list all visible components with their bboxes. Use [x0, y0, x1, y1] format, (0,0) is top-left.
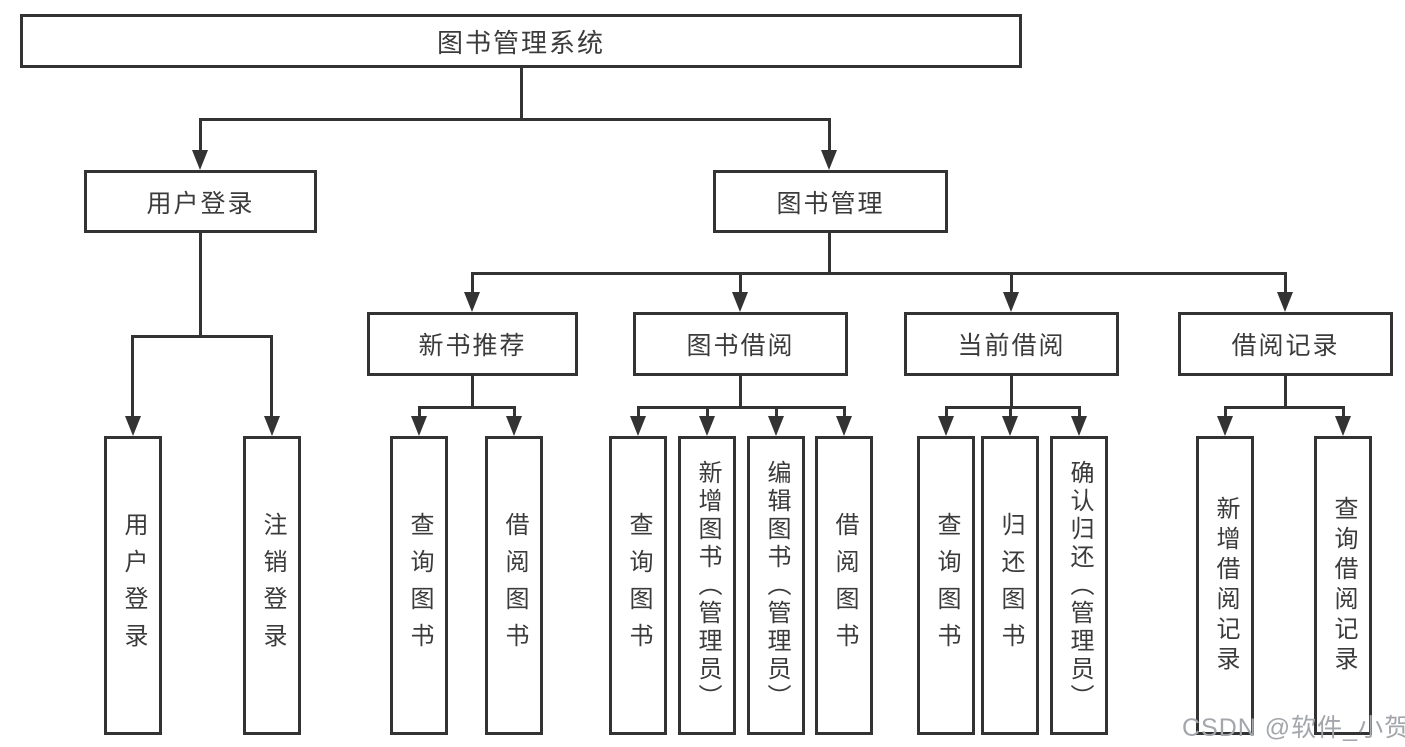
arrow-down-icon [125, 416, 141, 436]
node-label: 新增借阅记录 [1212, 495, 1239, 676]
node-confirm-return-admin: 确认归还（管理员） [1050, 436, 1108, 735]
connector-line [270, 335, 273, 419]
node-label: 用户登录 [120, 511, 147, 660]
node-return-books: 归还图书 [981, 436, 1039, 735]
node-query-books-borrow: 查询图书 [609, 436, 667, 735]
connector-line [1224, 406, 1344, 409]
connector-line [471, 272, 1287, 275]
connector-line [1010, 272, 1013, 296]
connector-line [706, 406, 709, 420]
node-label: 查询图书 [625, 511, 652, 660]
connector-line [828, 233, 831, 274]
connector-line [513, 406, 516, 420]
node-book-management: 图书管理 [713, 170, 948, 233]
arrow-down-icon [938, 416, 954, 436]
connector-line [520, 68, 523, 118]
node-label: 编辑图书（管理员） [763, 459, 790, 712]
watermark-text: CSDN @软件_小贺同学 [1182, 714, 1405, 742]
arrow-down-icon [192, 150, 208, 170]
connector-line [1010, 376, 1013, 408]
node-label: 新书推荐 [418, 332, 527, 360]
node-label: 用户登录 [146, 189, 255, 218]
arrow-down-icon [506, 416, 522, 436]
connector-line [199, 233, 202, 335]
node-label: 借阅图书 [831, 511, 858, 660]
arrow-down-icon [1277, 292, 1293, 312]
node-label: 新增图书（管理员） [694, 459, 721, 712]
arrow-down-icon [768, 416, 784, 436]
node-query-books-current: 查询图书 [917, 436, 975, 735]
node-label: 归还图书 [997, 511, 1024, 660]
node-user-login: 用户登录 [84, 170, 317, 233]
arrow-down-icon [1217, 416, 1233, 436]
connector-line [828, 118, 831, 154]
connector-line [843, 406, 846, 420]
node-borrow-records: 借阅记录 [1178, 312, 1393, 376]
arrow-down-icon [1002, 416, 1018, 436]
arrow-down-icon [264, 416, 280, 436]
node-library-system: 图书管理系统 [20, 14, 1022, 68]
connector-line [418, 406, 421, 420]
connector-line [1224, 406, 1227, 420]
node-label: 借阅记录 [1231, 332, 1340, 360]
arrow-down-icon [1071, 416, 1087, 436]
connector-line [132, 335, 273, 338]
node-label: 图书借阅 [686, 332, 795, 360]
connector-line [739, 376, 742, 408]
arrow-down-icon [630, 416, 646, 436]
arrow-down-icon [732, 292, 748, 312]
arrow-down-icon [464, 292, 480, 312]
arrow-down-icon [836, 416, 852, 436]
connector-line [471, 376, 474, 408]
node-book-borrow: 图书借阅 [633, 312, 848, 376]
arrow-down-icon [1335, 416, 1351, 436]
node-add-books-admin: 新增图书（管理员） [678, 436, 736, 735]
connector-line [131, 335, 134, 419]
node-query-borrow-record: 查询借阅记录 [1314, 436, 1372, 735]
connector-line [637, 406, 845, 409]
connector-line [945, 406, 948, 420]
node-new-book-recommend: 新书推荐 [367, 312, 578, 376]
connector-line [418, 406, 516, 409]
node-label: 图书管理 [776, 189, 885, 218]
node-label: 借阅图书 [501, 511, 528, 660]
node-label: 查询图书 [406, 511, 433, 660]
connector-line [1009, 406, 1012, 420]
node-user-login-action: 用户登录 [104, 436, 162, 735]
connector-line [199, 118, 202, 154]
node-label: 确认归还（管理员） [1066, 459, 1093, 712]
connector-line [471, 272, 474, 296]
arrow-down-icon [1003, 292, 1019, 312]
node-logout-action: 注销登录 [243, 436, 301, 735]
connector-line [637, 406, 640, 420]
connector-line [739, 272, 742, 296]
node-edit-books-admin: 编辑图书（管理员） [747, 436, 805, 735]
node-label: 注销登录 [259, 511, 286, 660]
connector-line [1078, 406, 1081, 420]
connector-line [200, 118, 831, 121]
node-label: 查询图书 [933, 511, 960, 660]
node-label: 查询借阅记录 [1330, 495, 1357, 676]
arrow-down-icon [411, 416, 427, 436]
node-label: 当前借阅 [957, 332, 1066, 360]
node-label: 图书管理系统 [436, 27, 605, 58]
node-borrow-books-action: 借阅图书 [815, 436, 873, 735]
connector-line [1342, 406, 1345, 420]
connector-line [775, 406, 778, 420]
arrow-down-icon [821, 150, 837, 170]
connector-line [1284, 272, 1287, 296]
node-add-borrow-record: 新增借阅记录 [1196, 436, 1254, 735]
connector-line [945, 406, 1080, 409]
node-borrow-books-recommend: 借阅图书 [485, 436, 543, 735]
node-query-books-recommend: 查询图书 [390, 436, 448, 735]
connector-line [1284, 376, 1287, 408]
node-current-borrow: 当前借阅 [904, 312, 1119, 376]
arrow-down-icon [699, 416, 715, 436]
